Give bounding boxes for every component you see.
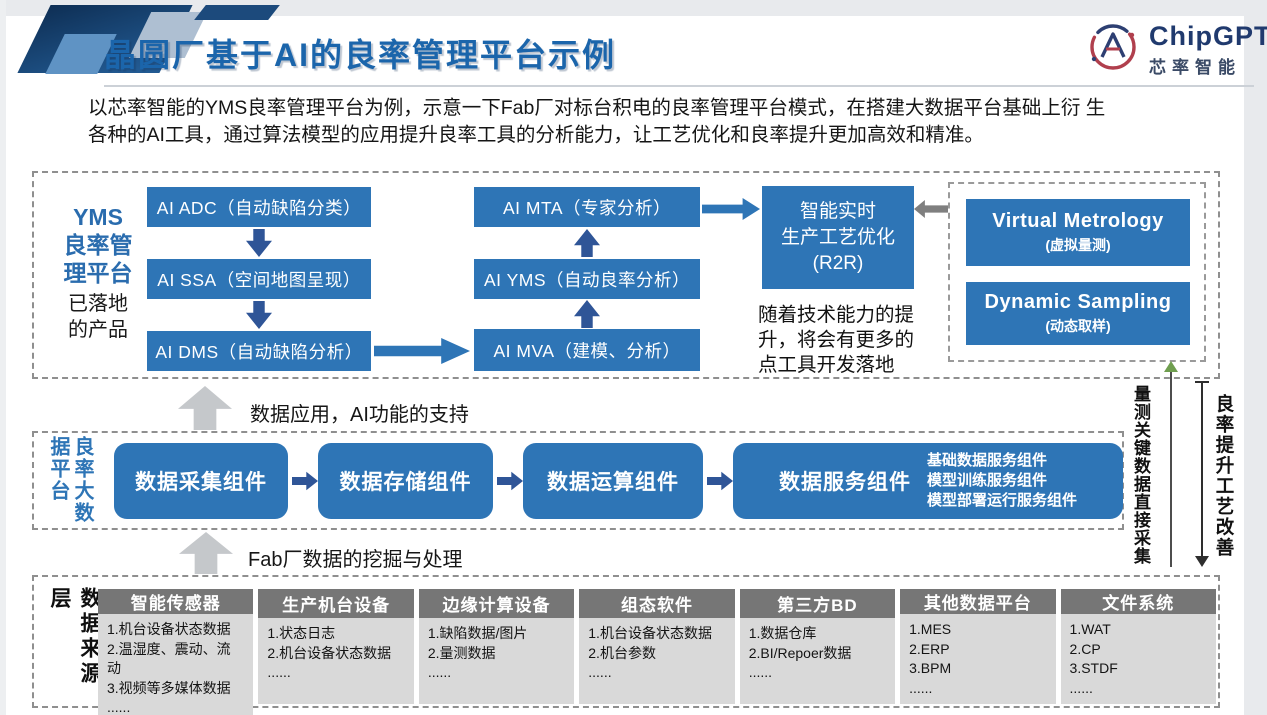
ai-adc-box: AI ADC（自动缺陷分类） <box>147 187 371 227</box>
left-arrow-icon <box>914 200 948 218</box>
vm-title: Virtual Metrology <box>992 210 1164 232</box>
source-column-thirdparty: 第三方BD 1.数据仓库 2.BI/Repoer数据 ...... <box>739 589 896 704</box>
data-application-label: 数据应用，AI功能的支持 <box>250 404 469 426</box>
right-arrow-icon <box>374 338 470 364</box>
up-arrow-icon <box>574 300 600 328</box>
source-column-equipment: 生产机台设备 1.状态日志 2.机台设备状态数据 ...... <box>258 589 414 704</box>
column-header: 第三方BD <box>739 589 896 618</box>
top-edge-strip <box>0 0 1267 16</box>
yield-annotation: 良率提升工艺改善 <box>1214 394 1235 558</box>
fab-mining-label: Fab厂数据的挖掘与处理 <box>248 549 463 571</box>
bigdata-platform-section: 良率大数据平台 数据采集组件 数据存储组件 数据运算组件 数据服务组件 基础数据… <box>32 431 1124 530</box>
column-items: 1.缺陷数据/图片 2.量测数据 ...... <box>418 618 575 704</box>
column-header: 智能传感器 <box>98 589 254 614</box>
column-items: 1.数据仓库 2.BI/Repoer数据 ...... <box>739 618 896 704</box>
yield-arrow-line <box>1201 381 1203 557</box>
virtual-metrology-box: Virtual Metrology (虚拟量测) <box>966 199 1190 266</box>
brand-text-block: ChipGPT 芯率智能 <box>1149 22 1267 78</box>
down-arrow-icon <box>246 301 272 329</box>
ai-mva-box: AI MVA（建模、分析） <box>474 329 700 371</box>
data-service-details: 基础数据服务组件 模型训练服务组件 模型部署运行服务组件 <box>926 452 1077 509</box>
column-header: 组态软件 <box>579 589 735 618</box>
measure-arrow-line <box>1170 371 1172 567</box>
header-divider <box>104 85 1254 87</box>
ai-mta-box: AI MTA（专家分析） <box>474 187 700 227</box>
source-column-sensors: 智能传感器 1.机台设备状态数据 2.温湿度、震动、流动 3.视频等多媒体数据 … <box>98 589 254 715</box>
column-items: 1.机台设备状态数据 2.机台参数 ...... <box>579 618 735 704</box>
yms-side-title: YMS 良率管 理平台 <box>63 204 133 286</box>
ai-dms-box: AI DMS（自动缺陷分析） <box>147 331 371 371</box>
down-arrowhead-icon <box>1195 556 1209 567</box>
ds-subtitle: (动态取样) <box>1045 318 1111 334</box>
platform-side-label: 良率大数据平台 <box>47 436 93 524</box>
column-items: 1.状态日志 2.机台设备状态数据 ...... <box>258 618 414 704</box>
up-arrow-icon <box>574 229 600 257</box>
intro-text: 以芯率智能的YMS良率管理平台为例，示意一下Fab厂对标台积电的良率管理平台模式… <box>88 97 1106 146</box>
small-right-arrow-icon <box>497 471 523 491</box>
brand-logo: ChipGPT 芯率智能 <box>1086 20 1267 79</box>
yms-section: YMS 良率管 理平台 已落地 的产品 AI ADC（自动缺陷分类） AI SS… <box>32 171 1220 379</box>
r2r-box: 智能实时 生产工艺优化 (R2R) <box>762 186 914 289</box>
column-header: 生产机台设备 <box>258 589 414 618</box>
column-items: 1.WAT 2.CP 3.STDF ...... <box>1060 614 1216 704</box>
column-header: 边缘计算设备 <box>418 589 575 618</box>
dynamic-sampling-box: Dynamic Sampling (动态取样) <box>966 282 1190 345</box>
column-header: 其他数据平台 <box>900 589 1056 614</box>
brand-name: ChipGPT <box>1149 20 1267 51</box>
small-right-arrow-icon <box>292 471 318 491</box>
data-computing-box: 数据运算组件 <box>523 443 703 519</box>
source-column-scada: 组态软件 1.机台设备状态数据 2.机台参数 ...... <box>579 589 735 704</box>
big-up-arrow-icon <box>179 532 233 574</box>
source-table: 智能传感器 1.机台设备状态数据 2.温湿度、震动、流动 3.视频等多媒体数据 … <box>98 589 1216 715</box>
up-arrowhead-icon <box>1164 361 1178 372</box>
ai-yms-box: AI YMS（自动良率分析） <box>474 259 700 299</box>
down-arrow-icon <box>246 229 272 257</box>
ai-ssa-box: AI SSA（空间地图呈现） <box>147 259 371 299</box>
data-service-label: 数据服务组件 <box>778 471 911 494</box>
column-items: 1.MES 2.ERP 3.BPM ...... <box>900 614 1056 704</box>
future-tools-note: 随着技术能力的提 升，将会有更多的 点工具开发落地 <box>758 304 915 376</box>
right-edge-strip <box>1244 0 1267 715</box>
column-items: 1.机台设备状态数据 2.温湿度、震动、流动 3.视频等多媒体数据 ...... <box>98 614 254 715</box>
data-source-section: 数据来源层 智能传感器 1.机台设备状态数据 2.温湿度、震动、流动 3.视频等… <box>32 575 1220 715</box>
chipgpt-logo-icon <box>1086 20 1140 79</box>
source-column-filesystem: 文件系统 1.WAT 2.CP 3.STDF ...... <box>1060 589 1216 704</box>
source-side-label: 数据来源层 <box>48 587 101 687</box>
header-decoration-bar <box>194 5 280 20</box>
vm-subtitle: (虚拟量测) <box>1045 237 1111 253</box>
right-arrow-icon <box>702 198 760 220</box>
column-header: 文件系统 <box>1060 589 1216 614</box>
data-collection-box: 数据采集组件 <box>114 443 288 519</box>
source-column-otherplatforms: 其他数据平台 1.MES 2.ERP 3.BPM ...... <box>900 589 1056 704</box>
page-title: 晶圆厂基于AI的良率管理平台示例 <box>104 37 617 73</box>
big-up-arrow-icon <box>178 386 232 430</box>
source-column-edge: 边缘计算设备 1.缺陷数据/图片 2.量测数据 ...... <box>418 589 575 704</box>
brand-tagline: 芯率智能 <box>1149 57 1241 77</box>
left-edge-strip <box>0 0 6 715</box>
measure-annotation: 量测关键数据直接采集 <box>1131 385 1150 565</box>
data-storage-box: 数据存储组件 <box>318 443 493 519</box>
small-right-arrow-icon <box>707 471 733 491</box>
ds-title: Dynamic Sampling <box>984 291 1172 313</box>
yms-side-subtitle: 已落地 的产品 <box>68 293 128 341</box>
data-service-box: 数据服务组件 基础数据服务组件 模型训练服务组件 模型部署运行服务组件 <box>733 443 1123 519</box>
point-tools-group <box>948 182 1206 362</box>
